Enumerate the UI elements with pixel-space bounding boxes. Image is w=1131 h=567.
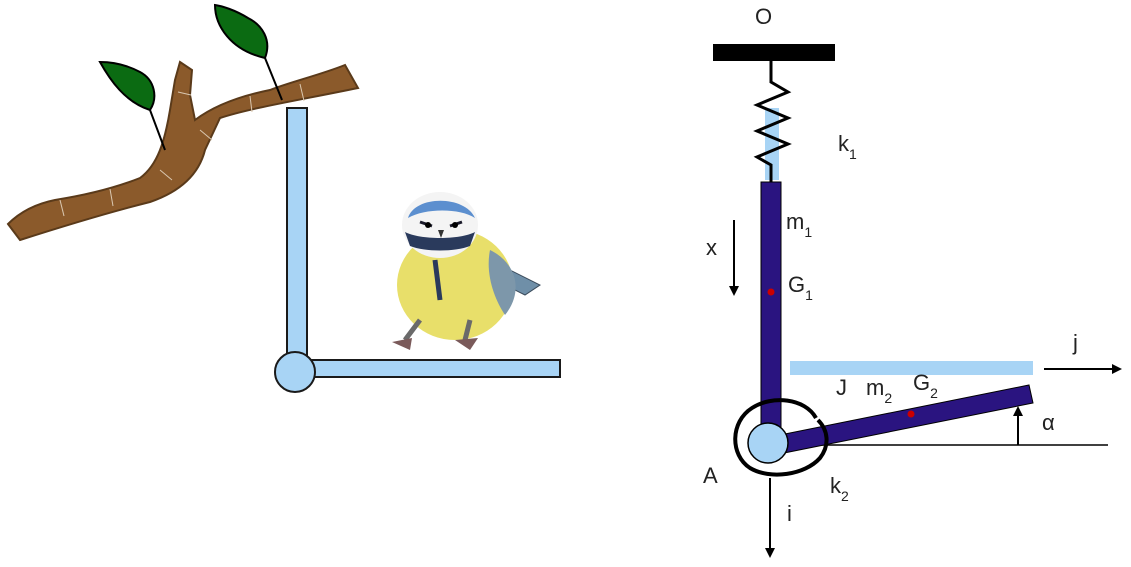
label-A: A <box>703 463 718 488</box>
left-illustration <box>6 3 561 393</box>
pivot-A <box>747 422 789 464</box>
branch-texture <box>59 83 305 217</box>
blue-tit-bird <box>392 192 541 350</box>
label-G2: G2 <box>913 370 938 401</box>
label-x: x <box>706 235 717 260</box>
pivot-joint <box>274 351 316 393</box>
label-m1: m1 <box>786 209 812 240</box>
spring-k1 <box>753 61 792 182</box>
center-of-mass-G1 <box>767 288 775 296</box>
fixed-support <box>713 44 835 61</box>
torsion-spring-k2 <box>733 398 829 477</box>
label-i: i <box>787 501 792 526</box>
label-m2: m2 <box>866 375 892 406</box>
right-diagram: O k1 m1 x G1 j J m2 G2 α A k2 i <box>703 4 1122 558</box>
label-k2: k2 <box>830 473 849 504</box>
label-O: O <box>755 4 772 29</box>
bar-m2 <box>774 384 1034 455</box>
reference-axis-bar <box>790 361 1033 375</box>
leaf <box>98 60 166 151</box>
label-G1: G1 <box>788 272 813 303</box>
center-of-mass-G2 <box>907 410 915 418</box>
vertical-rod <box>286 107 308 371</box>
label-j: j <box>1072 330 1078 355</box>
label-k1: k1 <box>838 131 857 162</box>
horizontal-rod <box>299 359 561 378</box>
leaf <box>213 3 283 101</box>
label-J: J <box>836 375 847 400</box>
label-alpha: α <box>1042 410 1055 435</box>
